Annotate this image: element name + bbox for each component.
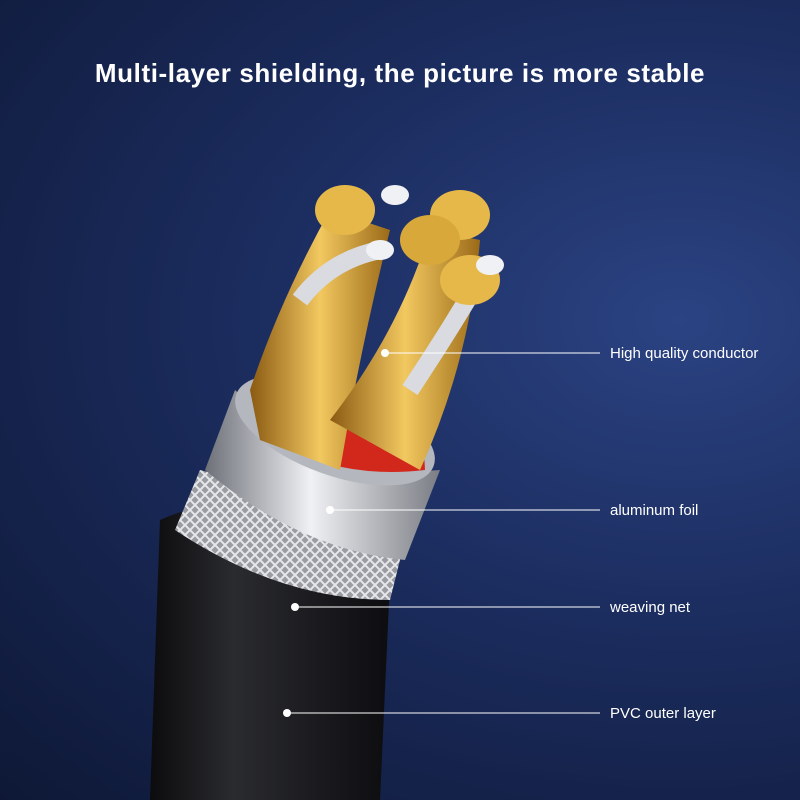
callout-foil: aluminum foil: [610, 502, 699, 519]
callout-dots: [283, 349, 389, 717]
weaving-net: [175, 470, 405, 600]
callout-weaving-net: weaving net: [610, 599, 691, 616]
callout-lines: [287, 352, 600, 714]
callout-pvc: PVC outer layer: [610, 705, 716, 722]
headline: Multi-layer shielding, the picture is mo…: [94, 58, 706, 88]
callout-conductor: High quality conductor: [610, 345, 759, 362]
conductor-wires: [250, 185, 504, 472]
